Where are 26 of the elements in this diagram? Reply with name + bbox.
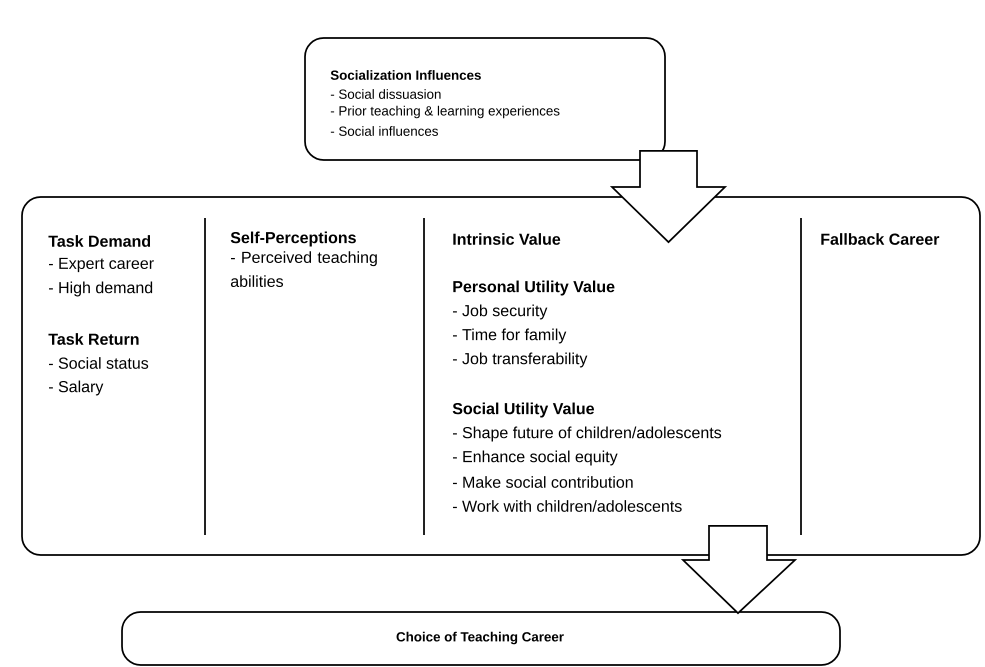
list-item: - Work with children/adolescents <box>452 500 682 512</box>
list-item: - Salary <box>48 380 104 396</box>
list-item: - High demand <box>48 282 152 296</box>
heading: Fallback Career <box>821 233 940 245</box>
heading: Task Return <box>48 333 139 345</box>
list-item: - Enhance social equity <box>452 450 618 466</box>
list-item: - Time for family <box>452 328 566 344</box>
heading: Intrinsic Value <box>453 233 560 245</box>
block-arrow <box>680 525 798 614</box>
list-item: - Social status <box>48 357 148 369</box>
list-item: - Shape future of children/adolescents <box>452 426 722 442</box>
heading: Self-Perceptions <box>230 232 356 246</box>
heading: Choice of Teaching Career <box>396 632 564 644</box>
heading: Task Demand <box>48 235 150 247</box>
list-item: - Prior teaching & learning experiences <box>330 106 560 118</box>
list-item: - Job security <box>452 304 548 320</box>
list-item: - Social influences <box>330 126 438 136</box>
heading: Personal Utility Value <box>453 280 614 296</box>
list-item: - Expert career <box>48 258 154 272</box>
heading: Social Utility Value <box>452 402 594 418</box>
block-arrow <box>610 150 728 244</box>
list-item: - Job transferability <box>452 352 588 368</box>
list-item: - Perceived teaching abilities <box>230 251 377 287</box>
list-item: - Make social contribution <box>452 476 633 488</box>
list-item: - Social dissuasion <box>330 89 441 99</box>
heading: Socialization Influences <box>330 70 481 80</box>
